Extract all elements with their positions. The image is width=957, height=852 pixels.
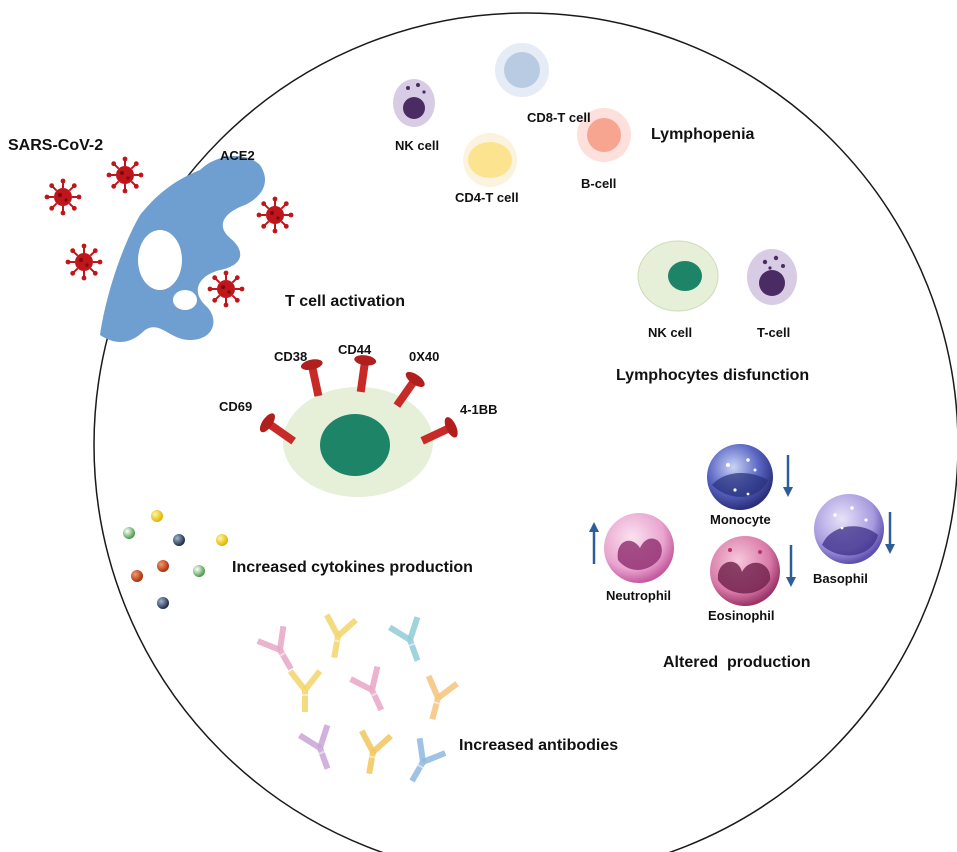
antibody-icon	[254, 623, 306, 678]
decrease-arrow-icon	[784, 543, 798, 589]
altered-production-title: Altered production	[663, 654, 811, 671]
eosinophil-label: Eosinophil	[708, 608, 774, 623]
marker-label: CD69	[219, 399, 252, 414]
marker-label: 4-1BB	[460, 402, 498, 417]
antibody-icon	[415, 673, 460, 724]
antibody-icon	[287, 669, 323, 712]
neutrophil-label: Neutrophil	[606, 588, 671, 603]
decrease-arrow-icon	[781, 453, 795, 499]
lymphopenia-cell-label: CD8-T cell	[527, 110, 591, 125]
cytokines-label: Increased cytokines production	[232, 559, 473, 576]
antibody-icon	[296, 722, 344, 775]
nk-cell-icon	[393, 79, 435, 127]
antibodies-group	[254, 612, 460, 790]
activated-t-cell-icon	[283, 387, 433, 497]
dysfunction-cell-label: NK cell	[648, 325, 692, 340]
ace2-label: ACE2	[220, 148, 255, 163]
marker-label: 0X40	[409, 349, 439, 364]
neutrophil-icon	[604, 513, 674, 583]
t-cell-activation-title: T cell activation	[285, 293, 405, 310]
marker-label: CD38	[274, 349, 307, 364]
virus-icon	[64, 242, 104, 282]
marker-label: CD44	[338, 342, 372, 357]
cytokine-dots	[123, 510, 228, 609]
cd8-t-cell-icon	[495, 43, 549, 97]
dysfunction-nk-cell-icon	[637, 240, 719, 312]
virus-icon	[43, 177, 83, 217]
monocyte-label: Monocyte	[710, 512, 771, 527]
lymphopenia-title: Lymphopenia	[651, 126, 755, 143]
antibodies-label: Increased antibodies	[459, 737, 618, 754]
antibody-icon	[386, 614, 434, 667]
membrane-pocket	[173, 290, 197, 310]
cd4-t-cell-icon	[463, 133, 517, 187]
lymphopenia-cell-label: CD4-T cell	[455, 190, 519, 205]
lymphopenia-cell-label: NK cell	[395, 138, 439, 153]
decrease-arrow-icon	[883, 510, 897, 556]
antibody-icon	[317, 612, 359, 661]
dysfunction-title: Lymphocytes disfunction	[616, 367, 809, 384]
increase-arrow-icon	[587, 520, 601, 566]
antibody-icon	[397, 735, 449, 790]
monocyte-icon	[707, 444, 773, 510]
virus-icon	[206, 269, 246, 309]
basophil-label: Basophil	[813, 571, 868, 586]
basophil-icon	[814, 494, 884, 564]
virus-icon	[105, 155, 145, 195]
ace2-membrane	[100, 155, 265, 342]
dysfunction-t-cell-icon	[747, 249, 797, 305]
lymphopenia-cell-label: B-cell	[581, 176, 616, 191]
virus-label: SARS-CoV-2	[8, 137, 103, 154]
outer-circle	[93, 12, 957, 852]
antibody-icon	[352, 728, 394, 777]
antibody-icon	[347, 663, 397, 718]
b-cell-icon	[577, 108, 631, 162]
membrane-pocket	[138, 230, 182, 290]
eosinophil-icon	[710, 536, 780, 606]
dysfunction-cell-label: T-cell	[757, 325, 790, 340]
virus-icon	[255, 195, 295, 235]
